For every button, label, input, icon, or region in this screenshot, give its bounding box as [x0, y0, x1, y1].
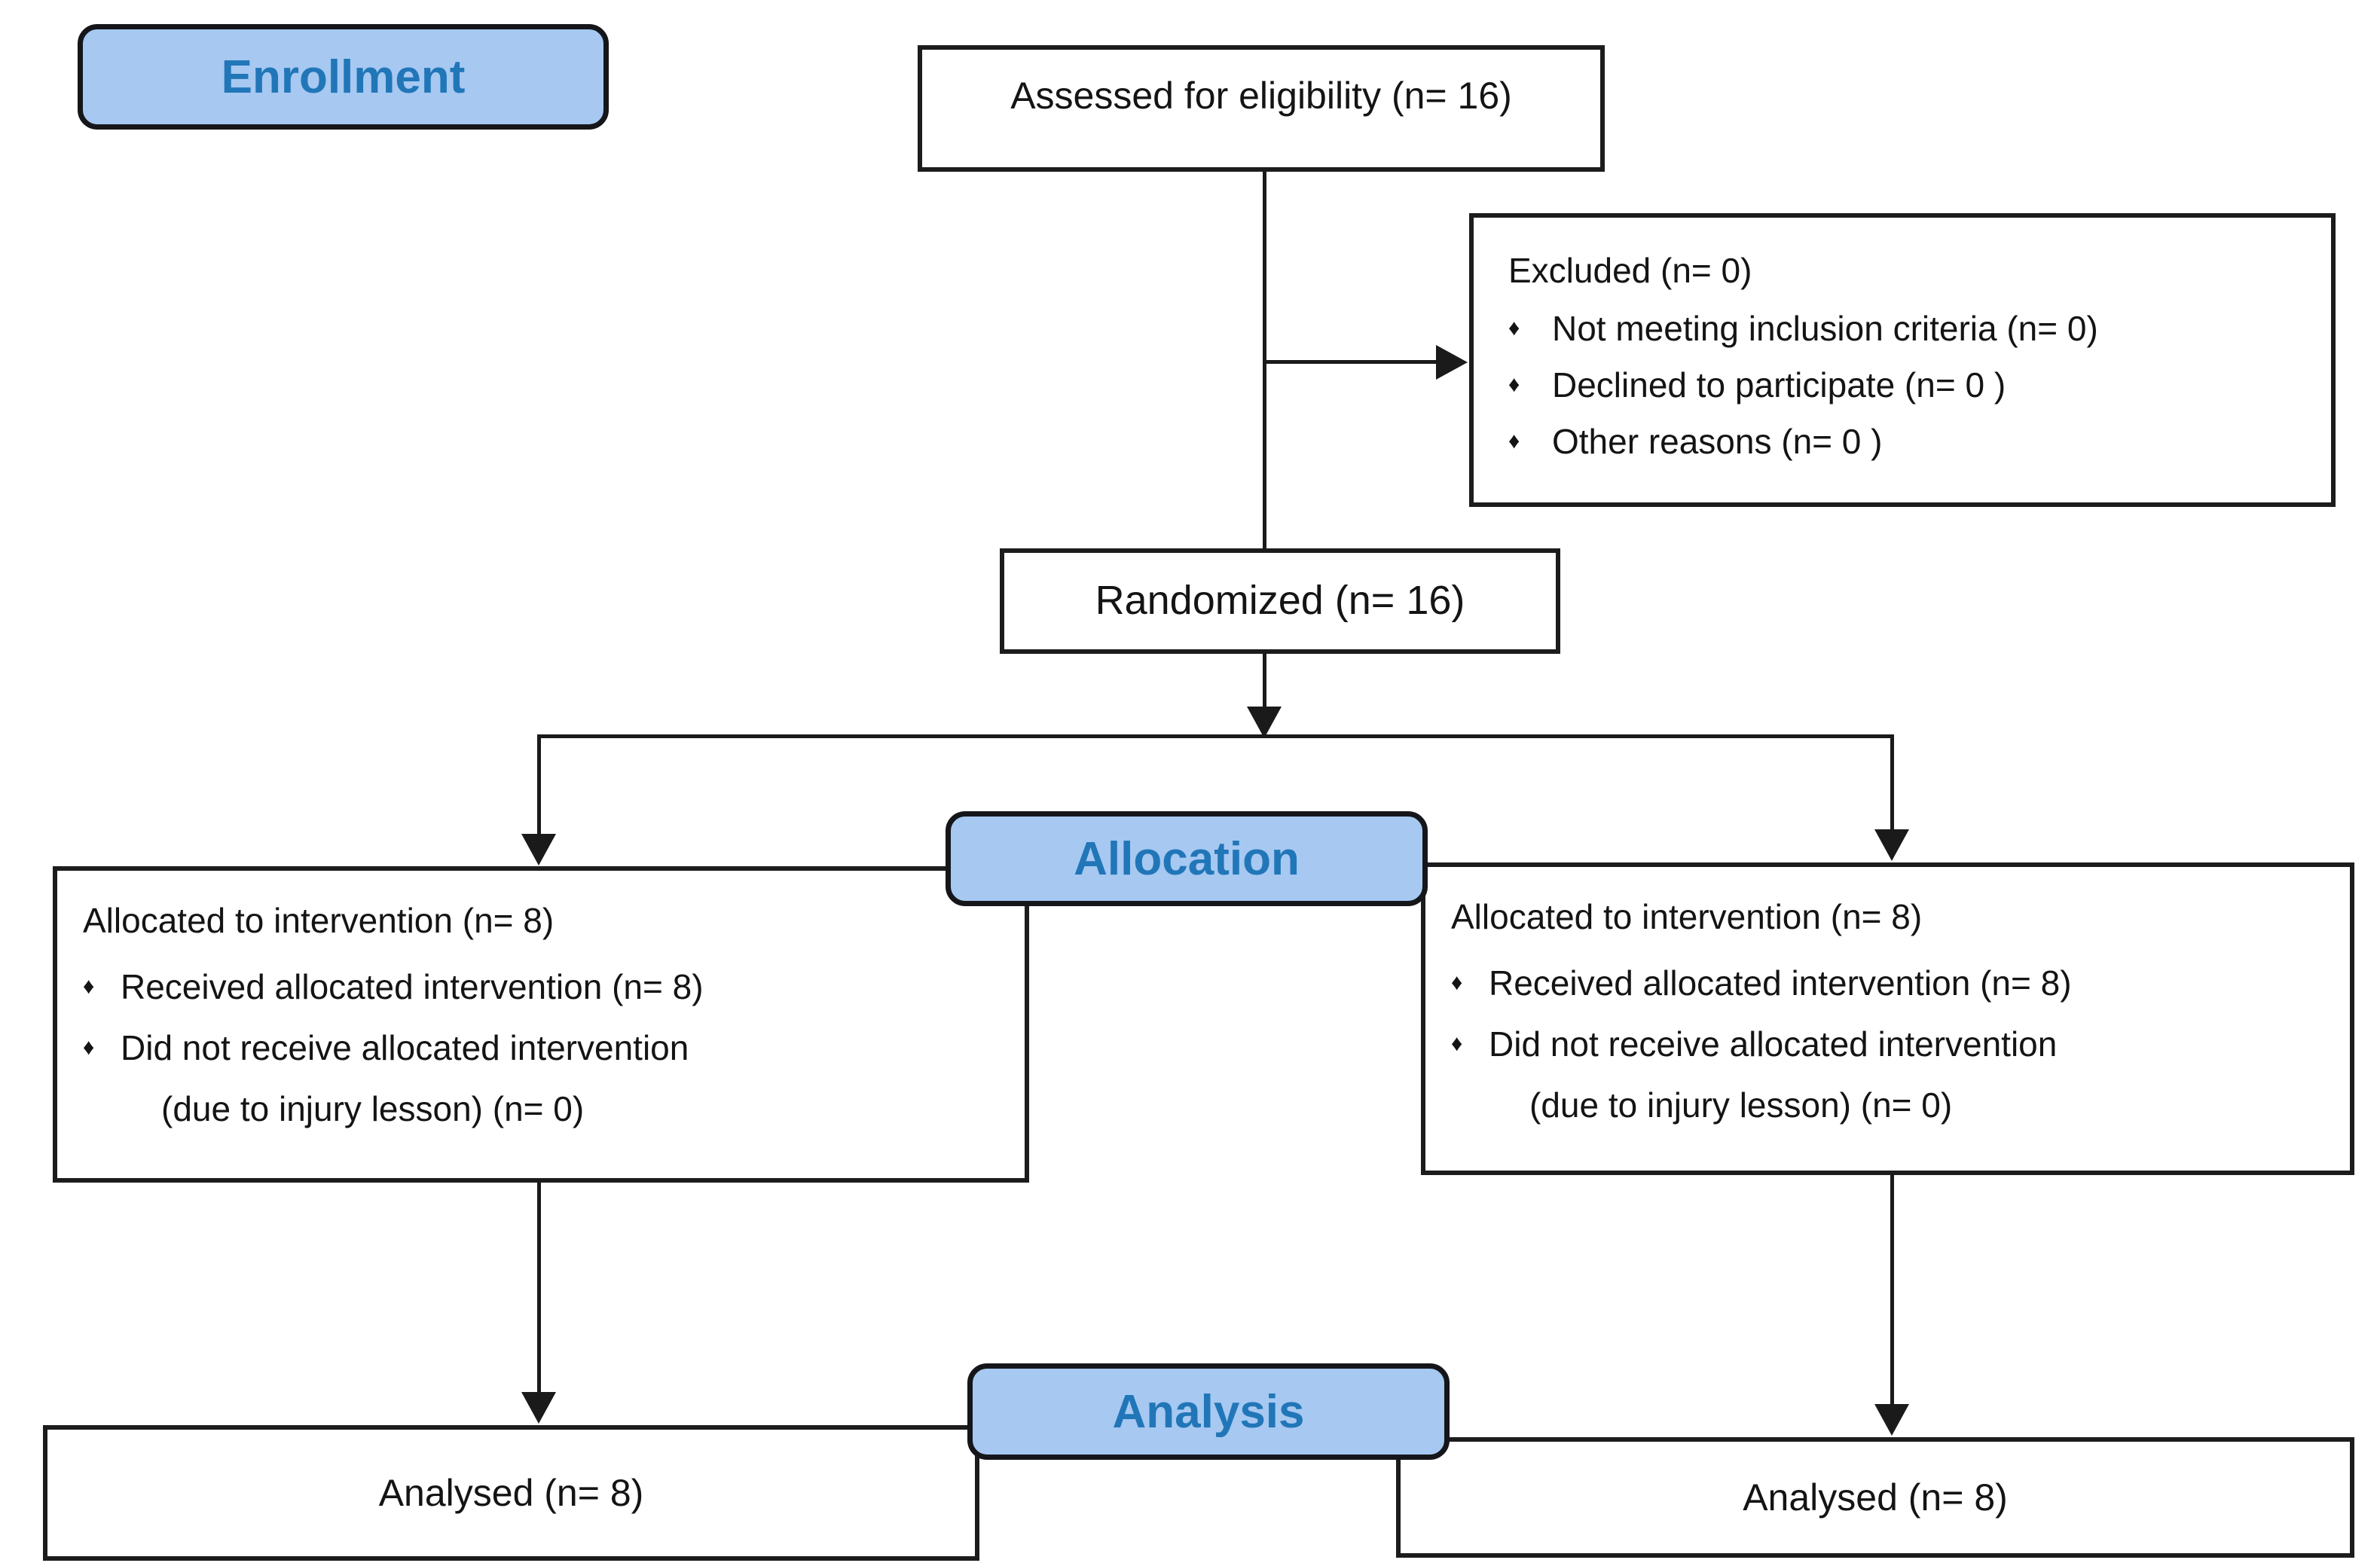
arrowhead-into-right-allocation	[1874, 829, 1909, 861]
assessed-for-eligibility-text: Assessed for eligibility (n= 16)	[1010, 75, 1512, 117]
assessed-for-eligibility-box: Assessed for eligibility (n= 16)	[918, 45, 1605, 172]
excluded-bullet-text: Not meeting inclusion criteria (n= 0)	[1552, 309, 2098, 348]
arrowhead-into-right-analysed	[1874, 1404, 1909, 1436]
allocated-left-title: Allocated to intervention (n= 8)	[83, 901, 555, 940]
allocated-right-content: Allocated to intervention (n= 8) ♦ Recei…	[1425, 867, 2350, 1125]
analysed-left-text: Analysed (n= 8)	[378, 1471, 644, 1514]
excluded-bullet-row: ♦ Declined to participate (n= 0 )	[1508, 365, 2316, 404]
allocated-right-title: Allocated to intervention (n= 8)	[1451, 897, 1923, 936]
allocated-right-bullet-text: Received allocated intervention (n= 8)	[1489, 963, 2072, 1003]
excluded-box: Excluded (n= 0) ♦ Not meeting inclusion …	[1469, 213, 2336, 507]
allocated-left-bullet-row: ♦ Did not receive allocated intervention	[83, 1028, 1007, 1067]
excluded-content: Excluded (n= 0) ♦ Not meeting inclusion …	[1474, 218, 2331, 461]
allocated-left-bullet-row: ♦ Received allocated intervention (n= 8)	[83, 967, 1007, 1006]
enrollment-stage-label: Enrollment	[78, 24, 609, 130]
connector-branch-to-excluded	[1263, 360, 1437, 364]
analysis-stage-label: Analysis	[967, 1363, 1450, 1460]
allocated-right-continuation: (due to injury lesson) (n= 0)	[1529, 1085, 1953, 1125]
allocation-stage-label-text: Allocation	[1074, 832, 1300, 885]
excluded-title: Excluded (n= 0)	[1508, 251, 1752, 290]
connector-split-to-left-allocation	[537, 734, 541, 835]
diamond-bullet-icon: ♦	[1508, 372, 1520, 397]
excluded-bullet-text: Declined to participate (n= 0 )	[1552, 365, 2006, 404]
allocated-left-content: Allocated to intervention (n= 8) ♦ Recei…	[57, 871, 1025, 1128]
arrowhead-into-excluded	[1436, 345, 1468, 380]
randomized-box: Randomized (n= 16)	[1000, 548, 1560, 654]
connector-right-allocation-to-analysed	[1890, 1174, 1894, 1404]
allocated-left-bullet-text: Did not receive allocated intervention	[121, 1028, 689, 1067]
arrowhead-into-left-analysed	[521, 1392, 556, 1424]
analysed-left-box: Analysed (n= 8)	[43, 1425, 979, 1561]
enrollment-stage-label-text: Enrollment	[221, 50, 466, 103]
arrowhead-onto-split-line	[1247, 707, 1282, 738]
allocated-left-box: Allocated to intervention (n= 8) ♦ Recei…	[53, 866, 1029, 1183]
excluded-bullet-row: ♦ Not meeting inclusion criteria (n= 0)	[1508, 309, 2316, 348]
allocated-right-bullet-text: Did not receive allocated intervention	[1489, 1024, 2058, 1064]
randomized-text: Randomized (n= 16)	[1095, 578, 1465, 624]
excluded-bullet-text: Other reasons (n= 0 )	[1552, 422, 1883, 461]
allocated-right-bullet-row: ♦ Received allocated intervention (n= 8)	[1451, 963, 2332, 1003]
analysis-stage-label-text: Analysis	[1112, 1385, 1305, 1438]
analysed-right-box: Analysed (n= 8)	[1396, 1437, 2354, 1558]
diamond-bullet-icon: ♦	[83, 1035, 95, 1060]
analysed-right-text: Analysed (n= 8)	[1743, 1476, 2008, 1519]
split-line	[537, 734, 1893, 738]
excluded-bullet-row: ♦ Other reasons (n= 0 )	[1508, 422, 2316, 461]
diamond-bullet-icon: ♦	[1451, 970, 1463, 995]
allocated-right-box: Allocated to intervention (n= 8) ♦ Recei…	[1421, 862, 2354, 1175]
connector-split-to-right-allocation	[1890, 734, 1894, 831]
connector-randomized-to-split	[1263, 654, 1266, 711]
diamond-bullet-icon: ♦	[1508, 316, 1520, 340]
allocated-left-bullet-text: Received allocated intervention (n= 8)	[121, 967, 704, 1006]
diamond-bullet-icon: ♦	[83, 974, 95, 999]
allocation-stage-label: Allocation	[946, 811, 1428, 906]
allocated-left-continuation: (due to injury lesson) (n= 0)	[161, 1089, 585, 1128]
diamond-bullet-icon: ♦	[1508, 429, 1520, 453]
connector-left-allocation-to-analysed	[537, 1181, 541, 1394]
arrowhead-into-left-allocation	[521, 834, 556, 865]
diamond-bullet-icon: ♦	[1451, 1031, 1463, 1056]
allocated-right-bullet-row: ♦ Did not receive allocated intervention	[1451, 1024, 2332, 1064]
